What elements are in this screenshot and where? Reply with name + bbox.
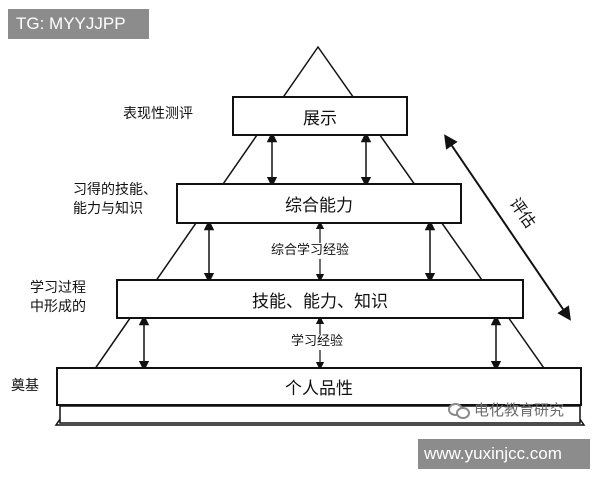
watermark-top-tag: TG: MYYJJPP	[8, 9, 149, 39]
level-box-personal-qualities: 个人品性	[56, 367, 582, 406]
watermark-logo-text: 电化教育研究	[474, 401, 565, 419]
connector-label-learning-experience: 学习经验	[288, 334, 347, 350]
evaluation-arrow	[444, 134, 571, 321]
level-box-showcase: 展示	[232, 96, 408, 136]
connector-label-integrated-learning: 综合学习经验	[268, 243, 353, 259]
side-label-performance-assessment: 表现性测评	[123, 106, 193, 122]
side-label-foundation: 奠基	[11, 378, 39, 394]
wechat-icon	[448, 401, 470, 419]
level-box-integrated-ability: 综合能力	[176, 183, 462, 224]
side-label-acquired-skills: 习得的技能、 能力与知识	[73, 182, 157, 217]
level-box-skills: 技能、能力、知识	[116, 279, 524, 319]
watermark-bottom-url: www.yuxinjcc.com	[418, 439, 590, 469]
watermark-logo: 电化教育研究	[448, 399, 564, 420]
side-label-formed-in-learning: 学习过程 中形成的	[30, 280, 86, 315]
